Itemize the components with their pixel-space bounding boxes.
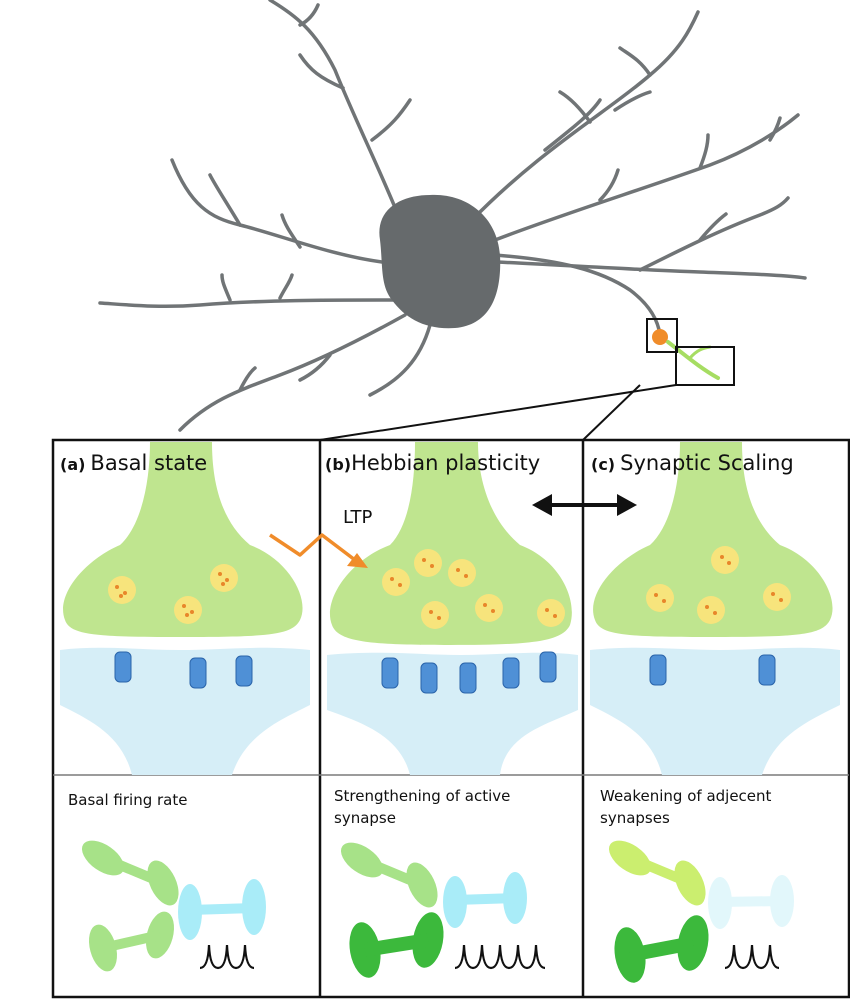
axon-terminal (666, 340, 720, 380)
panel-a-synapse (60, 442, 310, 775)
synapse-marker-dot (652, 329, 668, 345)
panel-a-caption-line-1: Basal firing rate (68, 791, 187, 809)
postsynaptic-spine (60, 647, 310, 775)
double-arrow-icon (532, 494, 637, 516)
synapse-icon-light-green (81, 840, 179, 906)
panel-b-caption: Strengthening of active synapse (334, 787, 515, 827)
panel-c-tag: (c) (591, 455, 615, 474)
panel-c-synapse (590, 442, 840, 775)
synapse-icon-lime (608, 840, 706, 906)
panel-b-caption-line-1: Strengthening of active (334, 787, 510, 805)
panel-a-synapse-icons (81, 840, 266, 972)
postsynaptic-spine (590, 647, 840, 775)
receptors (114, 651, 253, 689)
dendrites (98, 0, 807, 432)
receptors (649, 654, 776, 686)
vesicles (108, 564, 238, 624)
zoom-box-small (646, 318, 678, 353)
panel-c-caption-line-2: synapses (600, 809, 670, 827)
panel-a-title-text: Basal state (90, 451, 207, 475)
panel-b-title-text: Hebbian plasticity (351, 451, 540, 475)
panel-b-tag: (b) (325, 455, 351, 474)
spike-train (199, 944, 255, 970)
panel-c-caption: Weakening of adjecent synapses (600, 787, 776, 827)
panel-b-synapse (327, 442, 578, 775)
synapse-icon-strong-green (349, 912, 444, 978)
panel-c-caption-line-1: Weakening of adjecent (600, 787, 772, 805)
panel-a-tag: (a) (60, 455, 85, 474)
panel-b-caption-line-2: synapse (334, 809, 396, 827)
receptors (381, 651, 557, 694)
synapse-icon-faded-cyan (708, 875, 794, 929)
axon-branch (688, 345, 712, 360)
zoom-line-left (319, 384, 677, 441)
synapse-icon-cyan (178, 879, 266, 940)
ltp-label: LTP (343, 507, 373, 528)
neuron (98, 0, 807, 441)
synapse-icon-light-green (88, 911, 175, 972)
vesicles (382, 549, 565, 629)
panel-c-synapse-icons (608, 840, 794, 983)
panel-c-title-text: Synaptic Scaling (620, 451, 794, 475)
panel-b-title: (b)Hebbian plasticity (325, 451, 540, 475)
ltp-arrow (269, 533, 368, 568)
zoom-line-right (582, 384, 641, 441)
soma (379, 194, 501, 329)
synapse-icon-strong-green (614, 915, 709, 983)
synapse-icon-light-green (340, 842, 438, 908)
panel-c-title: (c) Synaptic Scaling (591, 451, 794, 475)
spike-train (454, 944, 546, 970)
panel-b-synapse-icons (340, 842, 546, 978)
vesicles (646, 546, 791, 624)
panel-a-caption: Basal firing rate (68, 791, 187, 809)
panel-a-title: (a) Basal state (60, 451, 207, 475)
synapse-icon-cyan (443, 872, 527, 928)
spike-train (724, 944, 780, 970)
zoom-box-large (675, 346, 735, 386)
